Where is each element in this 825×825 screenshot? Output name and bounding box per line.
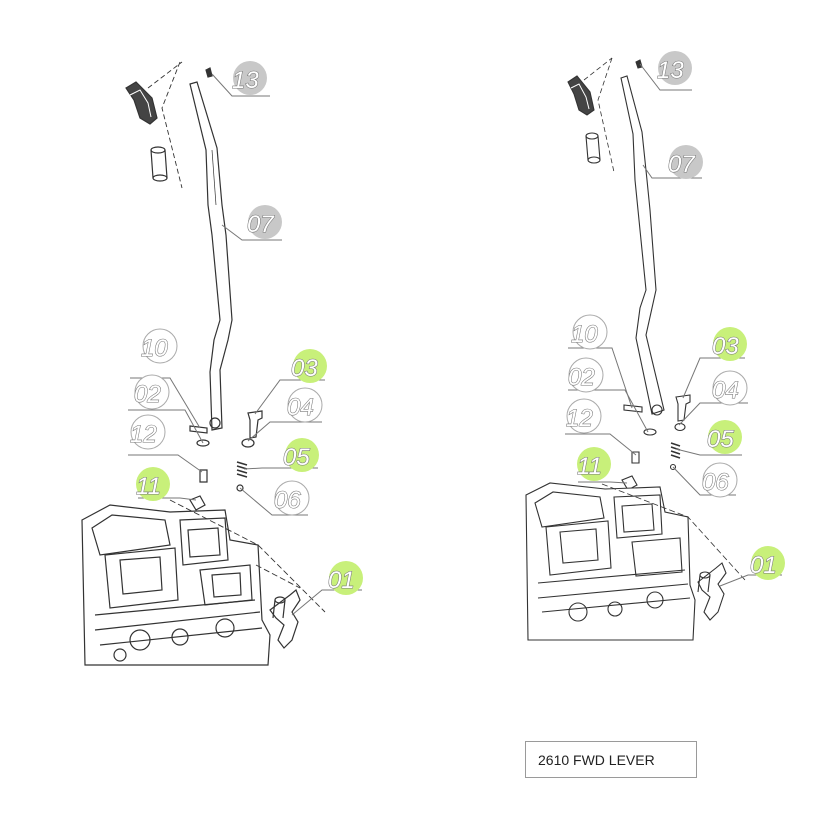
callout-05: 05 bbox=[282, 438, 319, 472]
svg-text:02: 02 bbox=[568, 364, 595, 391]
svg-text:05: 05 bbox=[707, 426, 734, 453]
svg-text:03: 03 bbox=[712, 333, 739, 360]
svg-text:02: 02 bbox=[134, 381, 161, 408]
diagram-caption-box: 2610 FWD LEVER bbox=[525, 741, 697, 778]
lever-sleeve bbox=[150, 146, 168, 182]
svg-text:05: 05 bbox=[283, 444, 310, 471]
callout-13: 13 bbox=[656, 51, 692, 85]
callouts-left: 13 07 10 02 12 11 03 04 05 06 01 bbox=[129, 61, 363, 595]
lever-knob bbox=[567, 75, 595, 116]
callout-10: 10 bbox=[140, 328, 178, 364]
callout-07: 07 bbox=[246, 205, 282, 239]
callout-11: 11 bbox=[135, 467, 170, 501]
svg-text:10: 10 bbox=[571, 321, 598, 348]
callout-05: 05 bbox=[706, 420, 742, 454]
svg-text:06: 06 bbox=[274, 487, 301, 514]
callout-12: 12 bbox=[129, 414, 166, 450]
callouts-right: 13 07 10 02 12 11 03 04 05 06 01 bbox=[565, 51, 785, 580]
right-assembly bbox=[525, 57, 746, 641]
lever-sleeve bbox=[585, 132, 601, 164]
transmission-housing bbox=[525, 482, 696, 641]
shift-fork bbox=[269, 589, 301, 649]
callout-04: 04 bbox=[286, 387, 323, 423]
svg-text:12: 12 bbox=[566, 405, 593, 432]
callout-02: 02 bbox=[567, 357, 604, 393]
left-assembly bbox=[81, 61, 326, 666]
svg-text:06: 06 bbox=[702, 469, 729, 496]
shift-fork bbox=[697, 562, 727, 621]
callout-06: 06 bbox=[701, 462, 738, 498]
diagram-caption: 2610 FWD LEVER bbox=[538, 751, 655, 768]
svg-text:04: 04 bbox=[712, 377, 739, 404]
svg-text:07: 07 bbox=[247, 211, 275, 238]
svg-text:07: 07 bbox=[668, 151, 696, 178]
svg-text:01: 01 bbox=[750, 552, 777, 579]
transmission-housing bbox=[81, 504, 271, 666]
svg-text:11: 11 bbox=[577, 453, 602, 480]
callout-03: 03 bbox=[711, 327, 747, 361]
svg-text:01: 01 bbox=[328, 567, 355, 594]
callout-11: 11 bbox=[576, 447, 611, 481]
svg-text:11: 11 bbox=[136, 473, 161, 500]
svg-text:13: 13 bbox=[232, 67, 259, 94]
callout-06: 06 bbox=[273, 480, 310, 516]
svg-text:04: 04 bbox=[287, 394, 314, 421]
shift-lever-rod bbox=[189, 81, 233, 431]
callout-01: 01 bbox=[749, 546, 785, 580]
callout-02: 02 bbox=[133, 374, 170, 410]
callout-07: 07 bbox=[667, 145, 703, 179]
shift-lever-rod bbox=[620, 75, 665, 415]
callout-04: 04 bbox=[711, 370, 748, 406]
svg-text:03: 03 bbox=[291, 355, 318, 382]
callout-13: 13 bbox=[231, 61, 267, 95]
callout-03: 03 bbox=[290, 349, 327, 383]
callout-10: 10 bbox=[570, 314, 608, 350]
callout-01: 01 bbox=[327, 561, 363, 595]
svg-text:13: 13 bbox=[657, 57, 684, 84]
svg-text:12: 12 bbox=[130, 421, 157, 448]
lever-knob bbox=[125, 81, 158, 125]
callout-12: 12 bbox=[565, 398, 602, 434]
svg-text:10: 10 bbox=[141, 335, 168, 362]
